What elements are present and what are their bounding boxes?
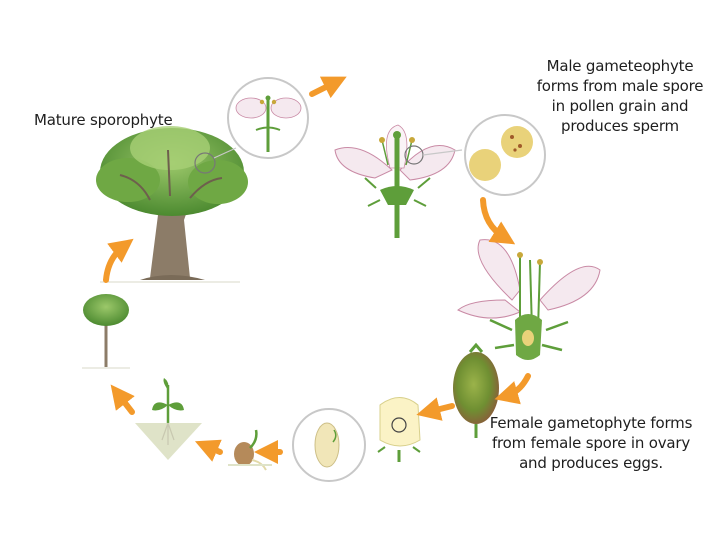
arrow-seedling-to-sapling (110, 384, 135, 415)
female-gametophyte-line-1: Female gametophyte forms (489, 414, 693, 432)
open-flower (334, 124, 463, 238)
male-gametophyte-line-1: Male gameteophyte (546, 57, 694, 75)
seed (292, 408, 366, 482)
pollinated-flower (457, 239, 601, 360)
arrow-fruit-to-section (416, 397, 455, 421)
fruit (453, 342, 499, 438)
male-gametophyte-line-3: in pollen grain and (551, 97, 689, 115)
fruit-cross-section (377, 397, 421, 462)
arrow-germinating-to-seedling (194, 439, 223, 462)
mature-sporophyte-label: Mature sporophyte (34, 110, 173, 130)
arrow-pollen-to-flower (480, 197, 516, 245)
germinating-seed (228, 429, 272, 471)
mature-sporophyte-text: Mature sporophyte (34, 111, 173, 129)
male-gametophyte-label: Male gameteophyte forms from male spore … (520, 56, 720, 136)
pollen-grains (464, 114, 546, 196)
arrow-tree-to-flower (309, 76, 347, 99)
flower-closeup (227, 77, 309, 159)
tree-flower-marker-circle (194, 152, 216, 174)
female-gametophyte-line-3: and produces eggs. (519, 454, 663, 472)
arrow-flower-to-fruit (494, 373, 531, 405)
mature-tree (96, 126, 248, 283)
sapling (82, 294, 130, 369)
cycle-arrows (103, 76, 531, 464)
female-gametophyte-line-2: from female spore in ovary (491, 434, 691, 452)
male-gametophyte-line-4: produces sperm (561, 117, 679, 135)
seedling (135, 378, 202, 460)
female-gametophyte-label: Female gametophyte forms from female spo… (485, 413, 697, 473)
male-gametophyte-line-2: forms from male spore (536, 77, 704, 95)
arrow-sapling-to-tree (103, 238, 134, 283)
